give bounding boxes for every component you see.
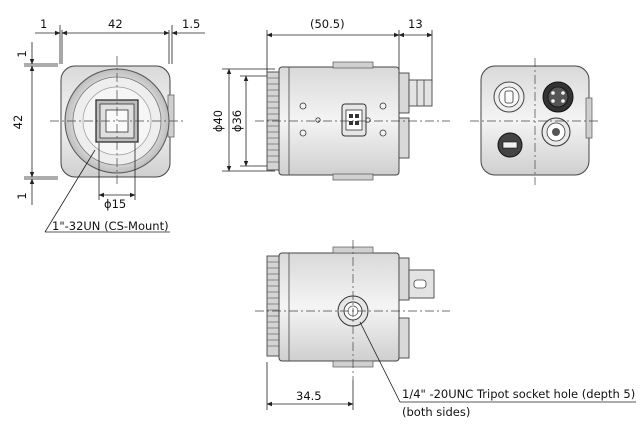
- mount-callout: 1"-32UN (CS-Mount): [52, 219, 169, 233]
- front-dim-height: 42: [11, 115, 25, 130]
- side-dim-body-length: (50.5): [310, 17, 345, 31]
- front-dim-left-bottom: 1: [15, 192, 29, 199]
- side-dim-dia-outer: ϕ40: [211, 110, 225, 132]
- rear-view: [470, 58, 600, 185]
- front-dim-left-top: 1: [15, 50, 29, 57]
- tripod-callout-line2: (both sides): [402, 405, 470, 419]
- bottom-dim-tripod-offset: 34.5: [296, 389, 322, 403]
- side-dim-rear: 13: [408, 17, 423, 31]
- side-bnc-connector: [408, 79, 433, 107]
- front-dim-width: 42: [108, 17, 123, 31]
- front-dim-top-left: 1: [40, 17, 47, 31]
- side-dim-dia-inner: ϕ36: [230, 110, 244, 132]
- front-dim-sensor-dia: ϕ15: [104, 197, 126, 211]
- tripod-callout-line1: 1/4" -20UNC Tripot socket hole (depth 5): [402, 387, 635, 401]
- side-view: (50.5) 13 ϕ40 ϕ36: [211, 17, 450, 181]
- bottom-view: 34.5 1/4" -20UNC Tripot socket hole (dep…: [255, 240, 636, 419]
- front-view: 1 42 1.5 1 42 1 ϕ15 1"-32: [11, 17, 205, 233]
- front-dim-top-right: 1.5: [182, 17, 200, 31]
